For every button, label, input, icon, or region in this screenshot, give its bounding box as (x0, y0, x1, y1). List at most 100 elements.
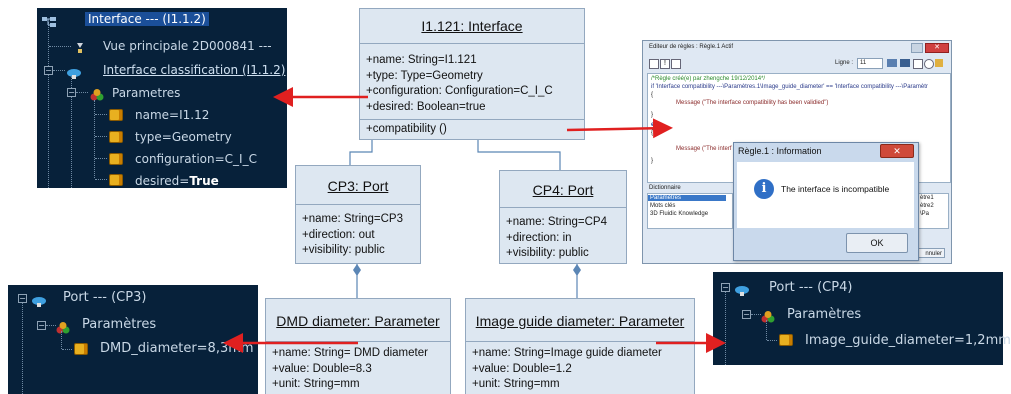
uml-cp4-title: CP4: Port (500, 171, 626, 208)
toolbar-icon[interactable] (900, 59, 910, 67)
tree-root-icon (42, 12, 56, 27)
uml-attr: +name: String= DMD diameter (272, 347, 428, 359)
uml-image-guide-title: Image guide diameter: Parameter (466, 299, 694, 342)
uml-attr: +direction: in (506, 231, 572, 244)
info-icon: i (754, 179, 774, 199)
tree-panel-interface: Interface --- (I1.1.2) Vue principale 2D… (37, 8, 287, 188)
dialog-body: i The interface is incompatible (737, 162, 914, 228)
tree-item-interface-root[interactable]: Interface --- (I1.1.2) (85, 11, 209, 27)
collapse-icon[interactable]: − (44, 66, 53, 75)
code-line: } (651, 158, 654, 164)
dialog-title: Règle.1 : Information (738, 146, 822, 156)
code-line: Message ("The interface compatibility ha… (676, 100, 829, 106)
toolbar-icon[interactable] (935, 59, 943, 67)
uml-attr: +type: Type=Geometry (366, 69, 483, 82)
toolbar: ! Ligne : 11 (647, 57, 947, 71)
tree-item-param-configuration[interactable]: configuration=C_I_C (135, 152, 257, 166)
code-line: if 'Interface compatibility ---\Paramètr… (651, 84, 928, 90)
uml-attr: +name: String=I1.121 (366, 54, 477, 66)
toolbar-icon[interactable] (671, 59, 681, 69)
dictionary-label: Dictionnaire (649, 185, 681, 191)
interface-class-icon (67, 64, 81, 79)
uml-attr: +name: String=CP4 (506, 216, 608, 228)
dialog-message: The interface is incompatible (781, 184, 890, 194)
uml-method: +compatibility () (366, 123, 447, 135)
code-line: /*Règle créé(e) par zhengche 19/12/2014*… (651, 76, 766, 82)
uml-attr: +unit: String=mm (272, 378, 360, 390)
uml-image-guide-box: Image guide diameter: Parameter +name: S… (465, 298, 695, 394)
tree-item-classification[interactable]: Interface classification (I1.1.2) (103, 63, 286, 77)
tree-item-port-cp3[interactable]: Port --- (CP3) (63, 290, 147, 305)
dictionary-item[interactable]: Paramètres (648, 195, 726, 201)
tree-panel-cp3: − Port --- (CP3) − Paramètres DMD_diamet… (8, 285, 258, 394)
uml-attr: +direction: out (302, 228, 375, 241)
ligne-label: Ligne : (835, 60, 854, 66)
uml-attr: +name: String=Image guide diameter (472, 347, 662, 359)
ligne-input[interactable]: 11 (857, 58, 883, 69)
uml-attr: +value: Double=1.2 (472, 362, 572, 375)
tree-item-param-name[interactable]: name=I1.12 (135, 108, 210, 122)
tree-item-param-type[interactable]: type=Geometry (135, 130, 232, 144)
tree-item-parametres[interactable]: Parametres (112, 86, 181, 100)
uml-attr: +value: Double=8.3 (272, 362, 372, 375)
uml-attr: +visibility: public (302, 244, 385, 256)
toolbar-icon[interactable]: ! (660, 59, 670, 69)
uml-dmd-title: DMD diameter: Parameter (266, 299, 450, 342)
close-button[interactable]: ✕ (925, 43, 949, 53)
list-item: ètre1 (920, 195, 934, 201)
view-icon (75, 39, 85, 53)
tree-item-param-dmd[interactable]: DMD_diameter=8,3mm (100, 341, 254, 356)
dictionary-item[interactable]: Mots clés (650, 203, 676, 209)
port-icon (32, 292, 46, 307)
toolbar-icon[interactable] (649, 59, 659, 69)
window-title: Editeur de règles : Règle.1 Actif (649, 44, 734, 50)
uml-attr: +name: String=CP3 (302, 213, 404, 225)
port-icon (735, 281, 749, 296)
list-item: ètre2 (920, 203, 934, 209)
uml-interface-box: I1.121: Interface +name: String=I1.121 +… (359, 8, 585, 140)
parameter-icon (109, 109, 123, 121)
tree-panel-cp4: − Port --- (CP4) − Paramètres Image_guid… (713, 272, 1011, 365)
uml-attr: +configuration: Configuration=C_I_C (366, 85, 553, 97)
parameter-set-icon (90, 86, 104, 101)
parameter-icon (779, 334, 793, 346)
uml-cp4-box: CP4: Port +name: String=CP4 +direction: … (499, 170, 627, 264)
collapse-icon[interactable]: − (742, 310, 751, 319)
uml-cp3-box: CP3: Port +name: String=CP3 +direction: … (295, 165, 421, 264)
collapse-icon[interactable]: − (37, 321, 46, 330)
close-button[interactable]: ✕ (880, 144, 914, 158)
dictionary-item[interactable]: 3D Fluidic Knowledge (650, 211, 709, 217)
ok-button[interactable]: OK (846, 233, 908, 253)
tree-item-parametres[interactable]: Paramètres (787, 307, 862, 322)
collapse-icon[interactable]: − (721, 283, 730, 292)
tree-item-port-cp4[interactable]: Port --- (CP4) (769, 280, 853, 295)
parameter-icon (74, 343, 88, 355)
information-dialog: Règle.1 : Information ✕ i The interface … (733, 142, 919, 261)
toolbar-icon[interactable] (924, 59, 934, 69)
code-line: } (651, 112, 654, 118)
uml-attr: +visibility: public (506, 247, 589, 259)
minimize-button[interactable] (911, 43, 923, 53)
parameter-icon (109, 153, 123, 165)
collapse-icon[interactable]: − (18, 294, 27, 303)
code-line: { (651, 130, 654, 136)
code-line: Message ("The interf (676, 146, 732, 152)
dictionary-list[interactable]: Paramètres Mots clés 3D Fluidic Knowledg… (647, 193, 733, 229)
uml-interface-title: I1.121: Interface (360, 9, 584, 44)
toolbar-icon[interactable] (913, 59, 923, 69)
collapse-icon[interactable]: − (67, 88, 76, 97)
tree-item-vue[interactable]: Vue principale 2D000841 --- (103, 39, 272, 53)
uml-attr: +unit: String=mm (472, 378, 560, 390)
tree-item-param-image-guide[interactable]: Image_guide_diameter=1,2mm (805, 333, 1011, 348)
list-item: \Pa (920, 211, 930, 217)
uml-attr: +desired: Boolean=true (366, 100, 486, 113)
parameter-icon (109, 174, 123, 186)
rule-editor-window: Editeur de règles : Règle.1 Actif ✕ ! Li… (642, 40, 952, 264)
uml-cp3-title: CP3: Port (296, 166, 420, 205)
tree-item-parametres[interactable]: Paramètres (82, 317, 157, 332)
toolbar-icon[interactable] (887, 59, 897, 67)
code-line: { (651, 92, 654, 98)
tree-item-param-desired[interactable]: desired=True (135, 174, 219, 188)
